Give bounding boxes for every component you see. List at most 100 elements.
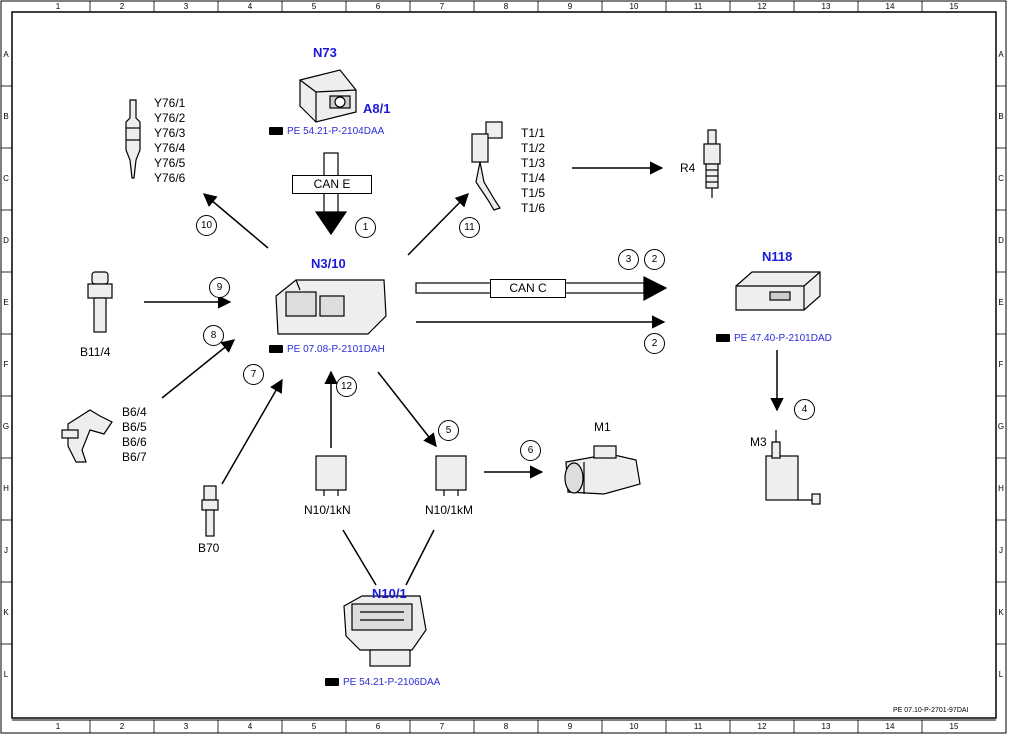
grid-col-label: 7 bbox=[439, 722, 445, 731]
arrow-8 bbox=[161, 339, 236, 399]
grid-col-label: 8 bbox=[503, 2, 509, 11]
grid-row-label: K bbox=[998, 608, 1004, 617]
marker-9: 9 bbox=[209, 277, 230, 298]
label-m3: M3 bbox=[750, 435, 767, 449]
grid-col-label: 8 bbox=[503, 722, 509, 731]
pump-m3-drawing bbox=[765, 430, 821, 505]
marker-6: 6 bbox=[520, 440, 541, 461]
grid-row-label: K bbox=[3, 608, 9, 617]
label-n118: N118 bbox=[762, 249, 793, 264]
label-y76-1: Y76/1 bbox=[154, 96, 186, 110]
label-t1-3: T1/3 bbox=[521, 156, 546, 170]
grid-row-label: B bbox=[998, 112, 1004, 121]
label-t1-2: T1/2 bbox=[521, 141, 546, 155]
ref-n3-10[interactable]: PE 07.08-P-2101DAH bbox=[269, 344, 385, 356]
label-n10-1km: N10/1kM bbox=[425, 503, 474, 517]
marker-2-upper: 2 bbox=[644, 249, 665, 270]
label-r4: R4 bbox=[680, 161, 696, 175]
arrow-7 bbox=[221, 378, 283, 485]
grid-col-label: 11 bbox=[693, 2, 703, 11]
grid-row-label: D bbox=[998, 236, 1004, 245]
marker-10: 10 bbox=[196, 215, 217, 236]
label-b6-6: B6/6 bbox=[122, 435, 147, 449]
ref-n10-1[interactable]: PE 54.21-P-2106DAA bbox=[325, 677, 440, 689]
marker-11: 11 bbox=[459, 217, 480, 238]
grid-col-label: 14 bbox=[885, 2, 895, 11]
grid-col-label: 2 bbox=[119, 722, 125, 731]
label-t1-1: T1/1 bbox=[521, 126, 546, 140]
label-m1: M1 bbox=[594, 420, 611, 434]
grid-col-label: 14 bbox=[885, 722, 895, 731]
grid-row-label: B bbox=[3, 112, 9, 121]
label-y76-4: Y76/4 bbox=[154, 141, 186, 155]
module-n118-drawing bbox=[735, 271, 821, 311]
can-c-label: CAN C bbox=[490, 279, 566, 298]
ref-n73-text: PE 54.21-P-2104DAA bbox=[287, 126, 385, 137]
label-n3-10: N3/10 bbox=[311, 256, 346, 271]
label-n10-1: N10/1 bbox=[372, 586, 407, 601]
grid-col-label: 1 bbox=[55, 722, 61, 731]
grid-col-label: 15 bbox=[949, 722, 959, 731]
sensor-b11-4-drawing bbox=[87, 271, 113, 333]
label-t1: T1/1 T1/2 T1/3 T1/4 T1/5 T1/6 bbox=[521, 126, 545, 216]
grid-col-label: 9 bbox=[567, 722, 573, 731]
ref-n73[interactable]: PE 54.21-P-2104DAA bbox=[269, 126, 384, 138]
ref-n118-text: PE 47.40-P-2101DAD bbox=[734, 333, 832, 344]
marker-2-lower: 2 bbox=[644, 333, 665, 354]
label-b6-5: B6/5 bbox=[122, 420, 147, 434]
grid-row-label: G bbox=[2, 422, 10, 431]
relay-n10-1kn-drawing bbox=[315, 455, 347, 496]
label-b6: B6/4 B6/5 B6/6 B6/7 bbox=[122, 405, 147, 465]
grid-col-label: 15 bbox=[949, 2, 959, 11]
ref-n3-10-text: PE 07.08-P-2101DAH bbox=[287, 344, 385, 355]
arrow-11 bbox=[407, 193, 469, 256]
grid-col-label: 12 bbox=[757, 2, 767, 11]
grid-col-label: 2 bbox=[119, 2, 125, 11]
fuse-box-n10-1-drawing bbox=[343, 595, 427, 667]
label-b6-7: B6/7 bbox=[122, 450, 147, 464]
document-id: PE 07.10-P-2701-97DAI bbox=[893, 707, 969, 714]
label-b6-4: B6/4 bbox=[122, 405, 147, 419]
relay-n10-1km-drawing bbox=[435, 455, 467, 496]
marker-12: 12 bbox=[336, 376, 357, 397]
arrow-5 bbox=[377, 371, 437, 448]
label-y76-6: Y76/6 bbox=[154, 171, 186, 185]
grid-row-label: D bbox=[3, 236, 9, 245]
grid-row-label: L bbox=[998, 670, 1004, 679]
grid-row-label: L bbox=[3, 670, 9, 679]
label-t1-5: T1/5 bbox=[521, 186, 546, 200]
grid-col-label: 4 bbox=[247, 722, 253, 731]
grid-col-label: 10 bbox=[629, 2, 639, 11]
grid-col-label: 3 bbox=[183, 722, 189, 731]
arrow-10 bbox=[202, 193, 269, 249]
can-e-label: CAN E bbox=[292, 175, 372, 194]
marker-3: 3 bbox=[618, 249, 639, 270]
grid-col-label: 13 bbox=[821, 2, 831, 11]
grid-col-label: 11 bbox=[693, 722, 703, 731]
marker-7: 7 bbox=[243, 364, 264, 385]
grid-row-label: H bbox=[3, 484, 9, 493]
label-y76-3: Y76/3 bbox=[154, 126, 186, 140]
grid-col-label: 6 bbox=[375, 2, 381, 11]
grid-col-label: 13 bbox=[821, 722, 831, 731]
grid-col-label: 10 bbox=[629, 722, 639, 731]
grid-row-label: C bbox=[3, 174, 9, 183]
marker-8: 8 bbox=[203, 325, 224, 346]
label-b11-4: B11/4 bbox=[80, 345, 111, 359]
grid-col-label: 5 bbox=[311, 722, 317, 731]
grid-col-label: 5 bbox=[311, 2, 317, 11]
grid-row-label: E bbox=[998, 298, 1004, 307]
marker-4: 4 bbox=[794, 399, 815, 420]
marker-1: 1 bbox=[355, 217, 376, 238]
pointing-hand-icon bbox=[325, 678, 339, 687]
connection-lines bbox=[144, 161, 784, 586]
sensor-b70-drawing bbox=[201, 485, 219, 537]
spark-plug-drawing bbox=[703, 129, 721, 198]
ref-n118[interactable]: PE 47.40-P-2101DAD bbox=[716, 333, 832, 345]
label-a8-1: A8/1 bbox=[363, 101, 391, 116]
ecu-n3-10-drawing bbox=[275, 279, 387, 335]
grid-col-label: 12 bbox=[757, 722, 767, 731]
